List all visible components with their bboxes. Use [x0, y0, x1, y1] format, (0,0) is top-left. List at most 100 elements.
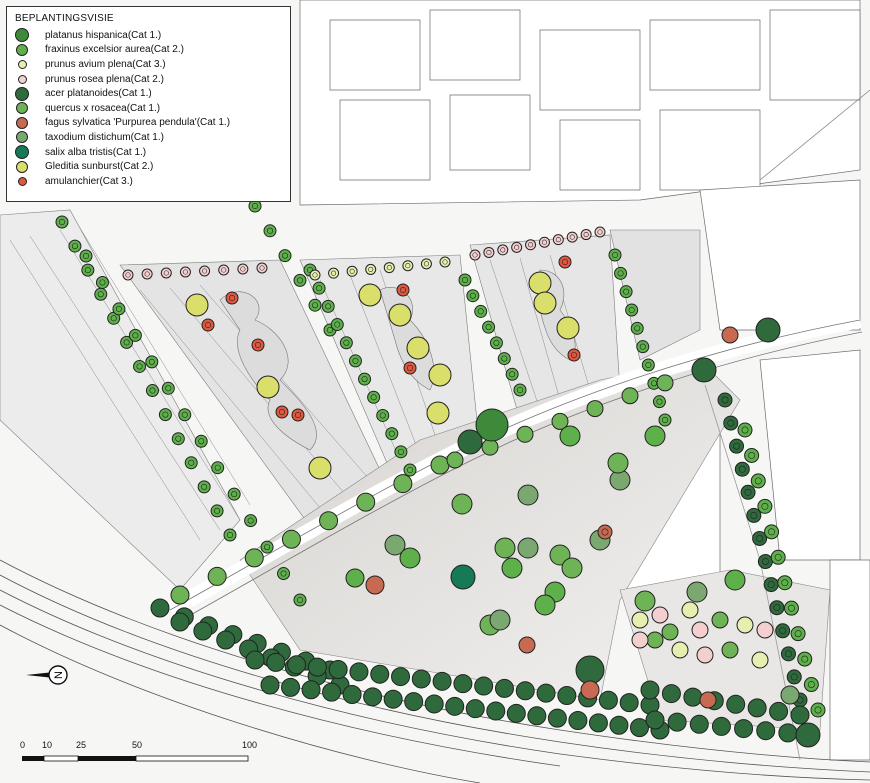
tree-symbol [383, 262, 395, 274]
tree-symbol [597, 524, 613, 540]
tree-symbol [465, 699, 485, 719]
tree-symbol [128, 328, 142, 342]
tree-symbols [55, 199, 826, 748]
tree-swatch-icon [15, 145, 29, 160]
tree-symbol [609, 715, 629, 735]
tree-symbol-core [221, 267, 227, 273]
tree-symbol-core [84, 267, 91, 274]
tree-symbol [778, 723, 798, 743]
tree-symbol [308, 456, 332, 480]
tree-symbol [237, 263, 249, 275]
tree-symbol [396, 283, 410, 297]
tree-symbol [363, 687, 383, 707]
tree-symbol [225, 291, 239, 305]
tree-symbol-core [325, 303, 332, 310]
tree-symbol [384, 534, 406, 556]
tree-symbol [619, 693, 639, 713]
tree-symbol [651, 606, 669, 624]
tree-symbol [770, 549, 786, 565]
tree-symbol [474, 676, 494, 696]
tree-symbol [439, 256, 451, 268]
tree-symbol [696, 646, 714, 664]
tree-symbol [453, 674, 473, 694]
tree-symbol [404, 692, 424, 712]
tree-symbol [740, 484, 756, 500]
legend-item: fagus sylvatica 'Purpurea pendula'(Cat 1… [15, 116, 282, 131]
tree-symbol [277, 567, 291, 581]
tree-symbol [451, 493, 473, 515]
legend-item: quercus x rosacea(Cat 1.) [15, 101, 282, 116]
tree-symbol-core [611, 252, 618, 259]
tree-symbol-core [181, 411, 188, 418]
tree-symbol-core [281, 252, 288, 259]
tree-symbol [803, 677, 819, 693]
tree-symbol [737, 422, 753, 438]
tree-symbol-core [312, 272, 318, 278]
tree-symbol [287, 655, 307, 675]
tree-symbol [328, 659, 348, 679]
tree-symbol [483, 246, 495, 258]
tree-symbol [160, 267, 172, 279]
tree-symbol [358, 283, 382, 307]
tree-symbol [446, 451, 464, 469]
tree-symbol [747, 698, 767, 718]
legend-label: acer platanoides(Cat 1.) [45, 88, 152, 100]
tree-symbol [275, 405, 289, 419]
tree-symbol-core [477, 308, 484, 315]
tree-symbol [736, 616, 754, 634]
tree-symbol [376, 408, 390, 422]
tree-symbol [598, 690, 618, 710]
tree-symbol-core [205, 321, 212, 328]
tree-symbol [790, 626, 806, 642]
tree-symbol [724, 569, 746, 591]
legend-label: quercus x rosacea(Cat 1.) [45, 102, 161, 114]
tree-symbol-core [316, 285, 323, 292]
tree-symbol [717, 392, 733, 408]
tree-symbol [580, 229, 592, 241]
tree-symbol-core [514, 244, 520, 250]
tree-symbol [769, 701, 789, 721]
tree-symbol [55, 215, 69, 229]
tree-symbol [223, 528, 237, 542]
tree-symbol-core [774, 553, 782, 561]
tree-symbol-core [264, 544, 271, 551]
tree-symbol [481, 438, 499, 456]
tree-symbol-core [149, 387, 156, 394]
tree-symbol [631, 611, 649, 629]
tree-symbol-core [814, 706, 822, 714]
scale-tick-10: 10 [42, 740, 53, 750]
tree-symbol [170, 585, 190, 605]
tree-symbol-core [349, 268, 355, 274]
tree-symbol-core [639, 343, 646, 350]
tree-symbol [625, 303, 639, 317]
tree-symbol [322, 682, 342, 702]
tree-symbol [393, 474, 413, 494]
tree-symbol [281, 677, 301, 697]
tree-symbol-core [182, 269, 188, 275]
tree-symbol [552, 234, 564, 246]
tree-symbol [518, 636, 536, 654]
tree-symbol [420, 258, 432, 270]
tree-symbol [656, 374, 674, 392]
tree-symbol [630, 321, 644, 335]
tree-symbol [658, 413, 672, 427]
tree-symbol-core [738, 465, 746, 473]
tree-symbol [513, 383, 527, 397]
tree-symbol [711, 611, 729, 629]
tree-symbol [528, 271, 552, 295]
legend-label: amulanchier(Cat 3.) [45, 175, 133, 187]
tree-symbol [506, 703, 526, 723]
north-label: N [53, 671, 65, 679]
tree-symbol-core [266, 227, 273, 234]
tree-symbol [797, 651, 813, 667]
tree-symbol [112, 302, 126, 316]
tree-symbol [721, 326, 739, 344]
tree-symbol [549, 544, 571, 566]
tree-symbol-core [750, 511, 758, 519]
tree-symbol [607, 452, 629, 474]
tree-symbol-core [628, 306, 635, 313]
tree-symbol [291, 408, 305, 422]
tree-symbol-core [741, 426, 749, 434]
tree-symbol [527, 706, 547, 726]
tree-symbol [312, 281, 326, 295]
